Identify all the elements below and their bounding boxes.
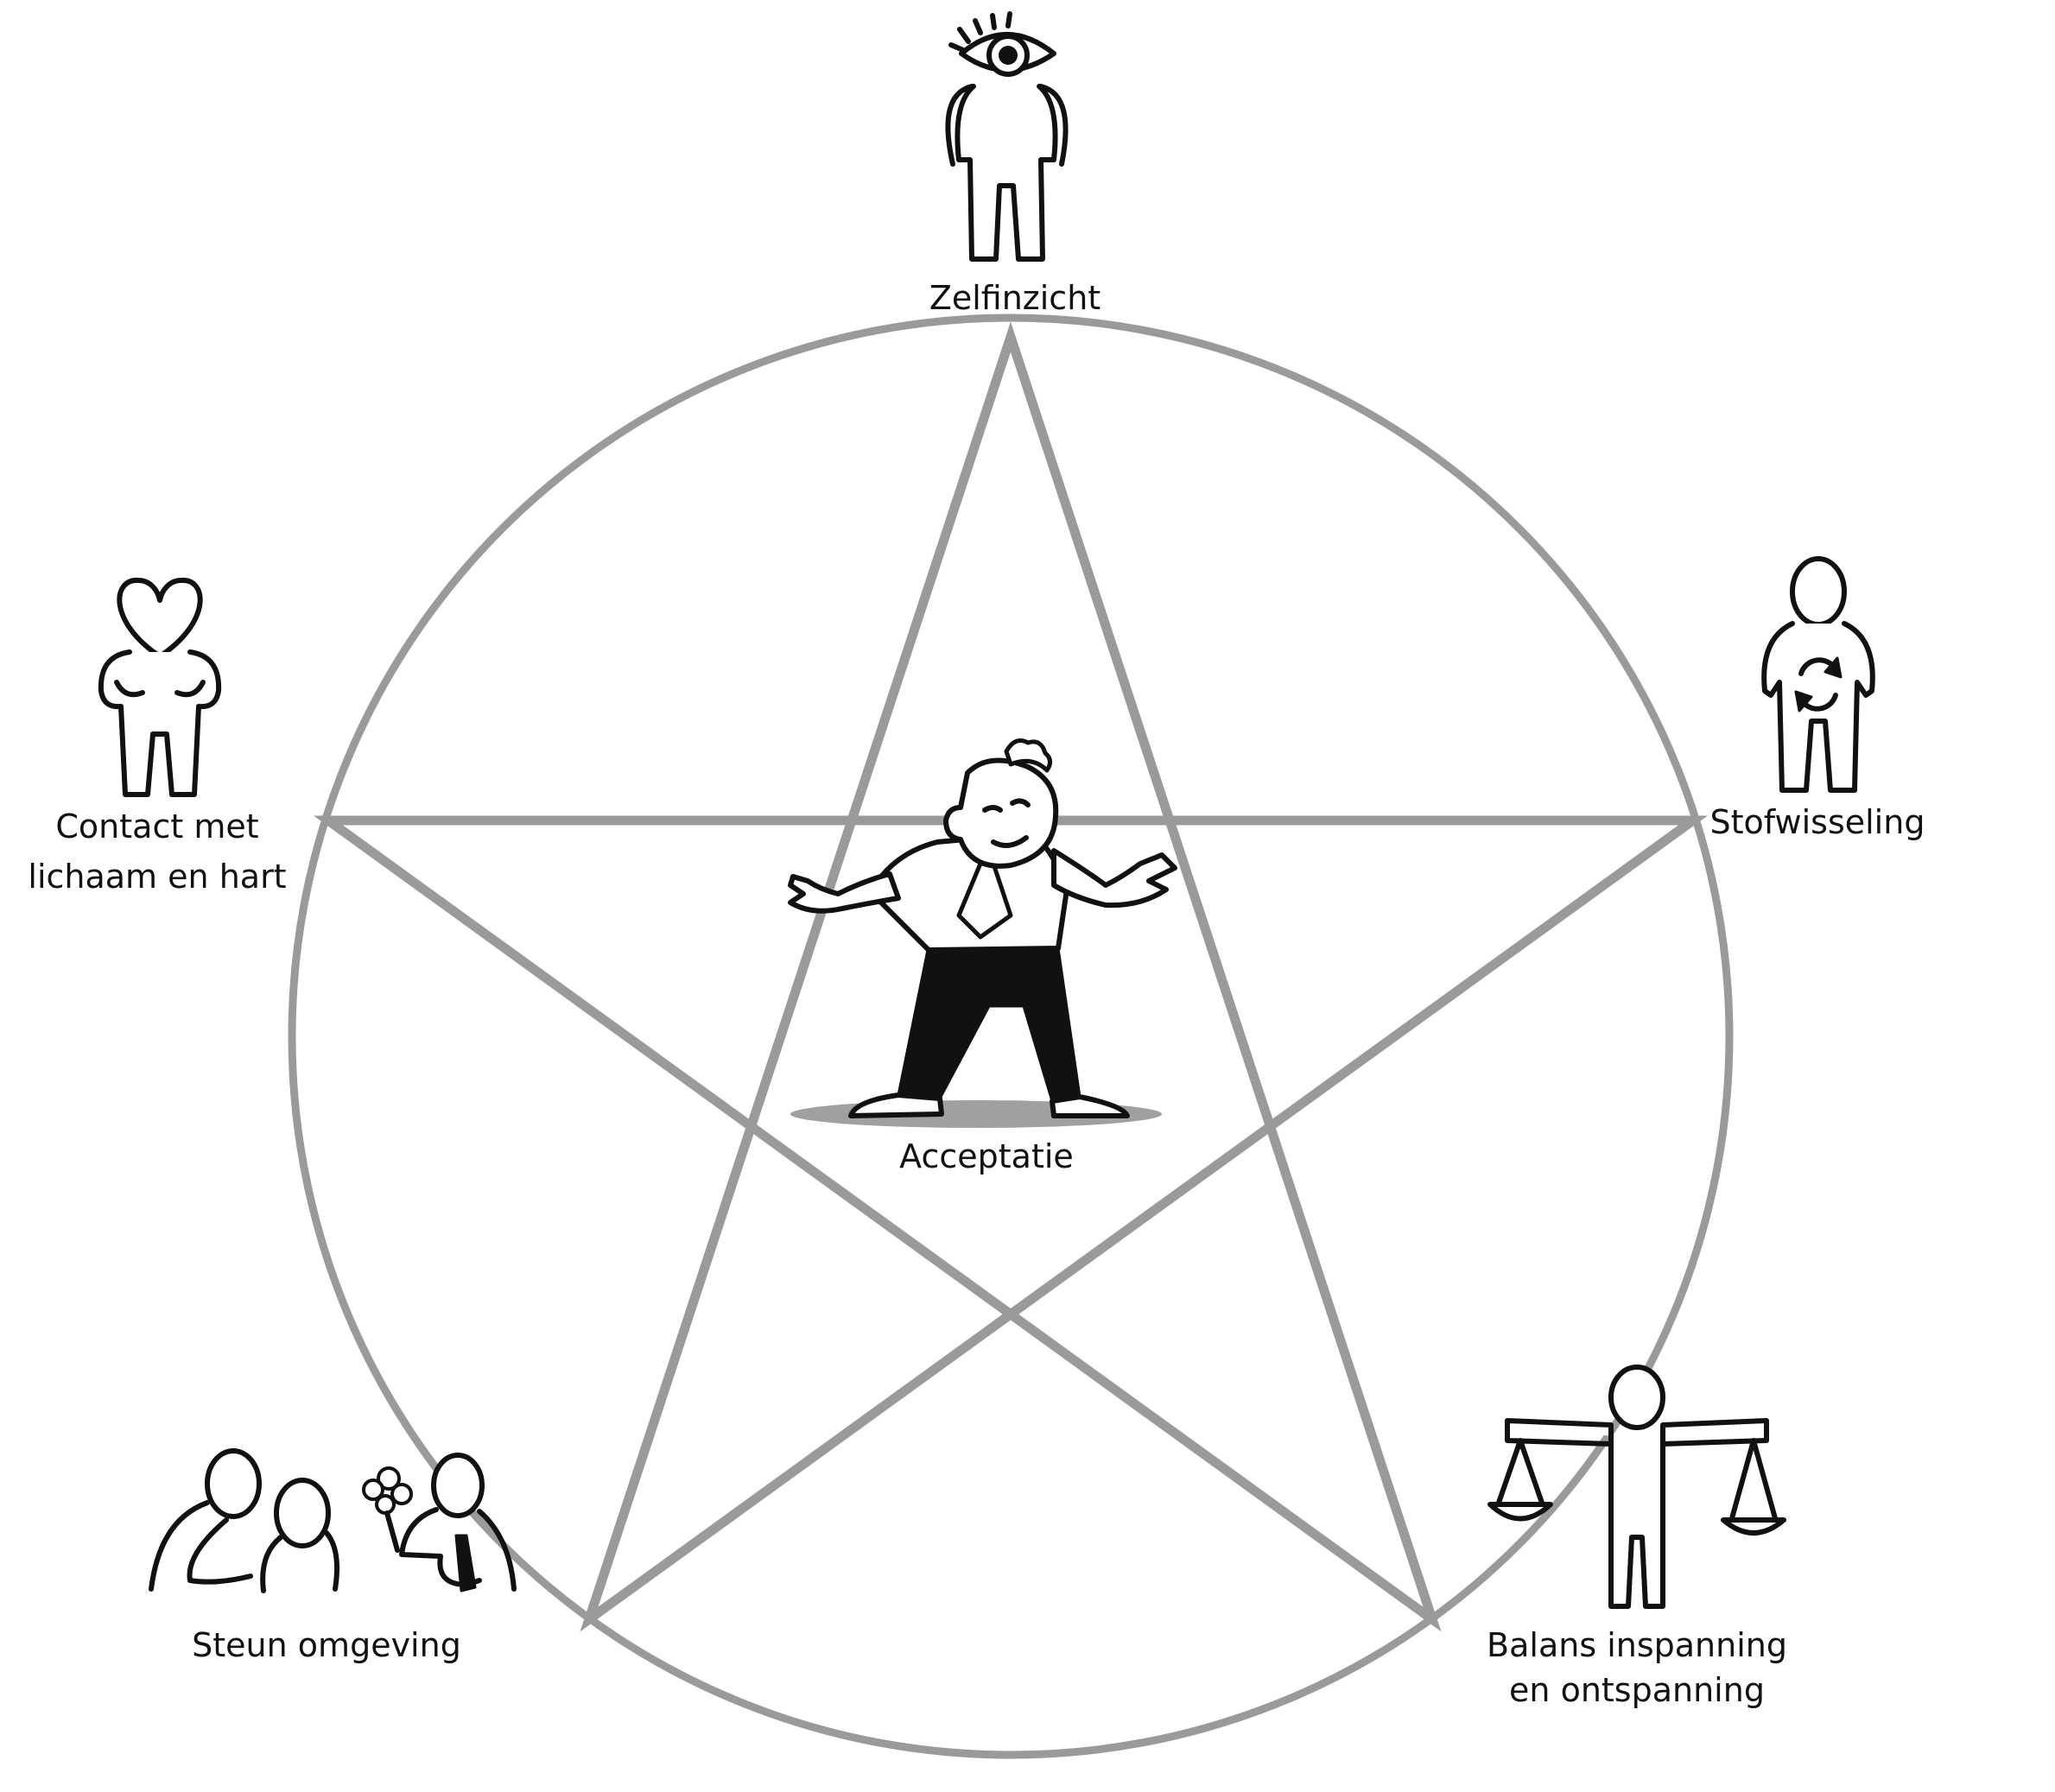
outer-circle xyxy=(288,313,1734,1759)
eye-head-figure-icon xyxy=(945,11,1069,262)
label-top: Zelfinzicht xyxy=(929,279,1100,317)
balance-scale-figure-icon xyxy=(1487,1365,1786,1609)
label-left: Contact met xyxy=(55,807,258,845)
label-left-line2: lichaam en hart xyxy=(28,858,286,896)
heart-head-figure-icon xyxy=(98,578,222,797)
label-bottom-left: Steun omgeving xyxy=(192,1626,461,1664)
label-center: Acceptatie xyxy=(899,1137,1074,1175)
label-right: Stofwisseling xyxy=(1710,803,1925,841)
label-bottom-right: Balans inspanning xyxy=(1487,1626,1787,1664)
label-bottom-right-line2: en ontspanning xyxy=(1509,1671,1765,1709)
support-people-icon xyxy=(149,1448,517,1593)
metabolism-figure-icon xyxy=(1761,556,1875,793)
accepting-man-icon xyxy=(788,738,1177,1128)
